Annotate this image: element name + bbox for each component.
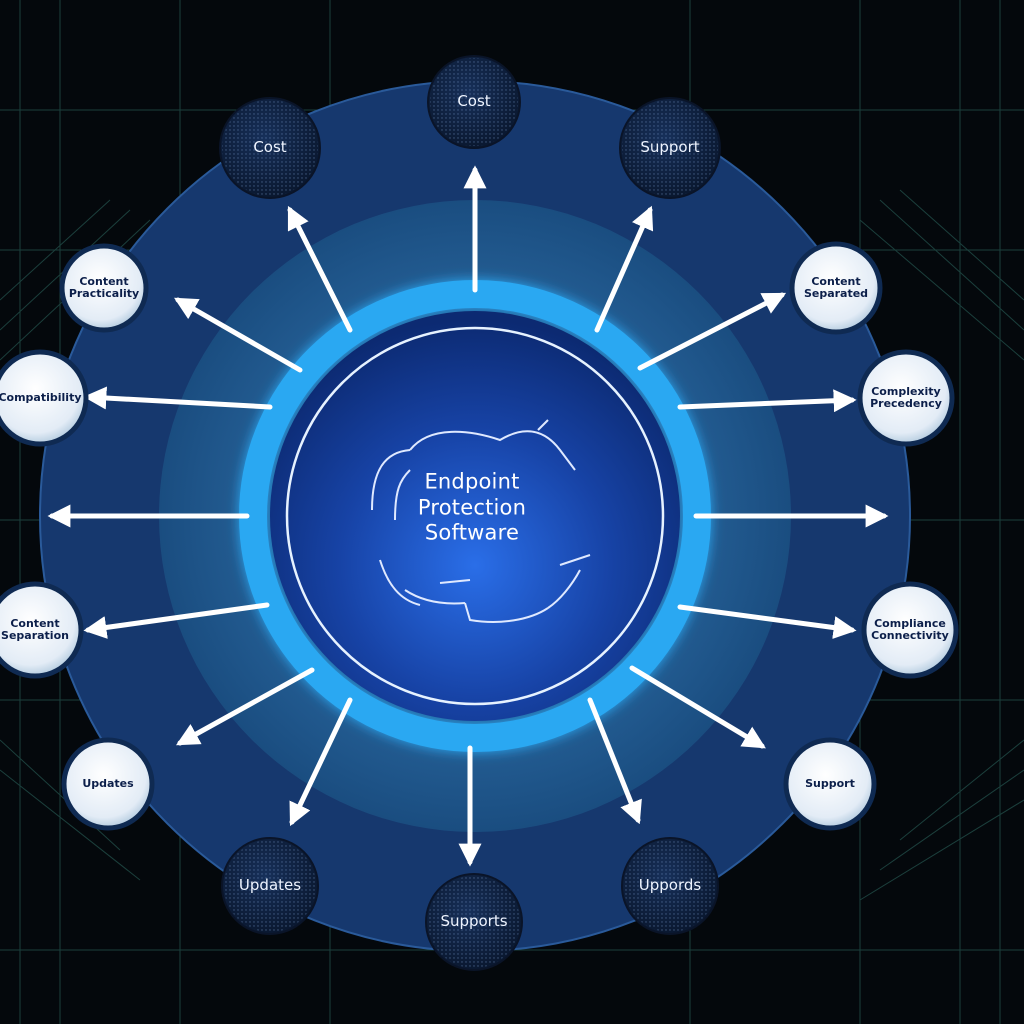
node-label: Cost	[253, 138, 287, 157]
node-label: Support	[640, 138, 700, 157]
node-label: Updates	[238, 876, 302, 895]
spoke-bottom-left	[289, 697, 353, 827]
node-circle-right-mid	[857, 349, 955, 447]
node-right-lower[interactable]: Compliance Connectivity	[868, 588, 952, 672]
spoke-lower-left	[175, 667, 315, 746]
center-cycle-icon	[371, 419, 591, 623]
node-circle-left-upper	[59, 243, 149, 333]
node-bottom[interactable]: Supports	[429, 877, 519, 967]
node-label: Complexity Precedency	[870, 385, 942, 410]
node-right-bottom[interactable]: Support	[790, 744, 870, 824]
spoke-right-mid	[677, 389, 857, 413]
spoke-left-lower	[83, 602, 270, 639]
node-lower-left[interactable]: Updates	[68, 744, 148, 824]
spoke-left-upper	[174, 297, 303, 373]
spoke-upper-right	[594, 205, 654, 333]
node-right-upper[interactable]: Content Separated	[796, 248, 876, 328]
spoke-right-lower	[677, 604, 857, 639]
spoke-lower-right	[629, 665, 766, 749]
node-label: Content Practicality	[68, 275, 140, 300]
node-label: Content Separated	[803, 275, 869, 300]
node-circle-right-upper	[789, 241, 883, 335]
spoke-upper-left	[287, 205, 353, 333]
node-label: Compatibility	[0, 391, 82, 405]
node-circle-right-lower	[861, 581, 959, 679]
node-label: Updates	[82, 777, 134, 791]
node-circle-left-mid	[0, 349, 89, 447]
node-bottom-left[interactable]: Updates	[225, 841, 315, 931]
node-left-lower[interactable]: Content Separation	[0, 588, 77, 672]
node-circle-right-bottom	[783, 737, 877, 831]
node-label: Compliance Connectivity	[871, 617, 949, 642]
node-bottom-right[interactable]: Uppords	[625, 841, 715, 931]
core-circle	[270, 311, 680, 721]
spoke-left-mid	[83, 386, 273, 410]
node-left-mid[interactable]: Compatibility	[0, 356, 82, 440]
dark-nodes	[219, 55, 721, 971]
node-left-upper[interactable]: Content Practicality	[66, 250, 142, 326]
node-label: Uppords	[638, 876, 702, 895]
node-label: Cost	[457, 92, 491, 111]
spoke-bottom-right	[587, 697, 642, 825]
node-label: Support	[805, 777, 855, 791]
node-circle-left-lower	[0, 581, 84, 679]
node-right-mid[interactable]: Complexity Precedency	[864, 356, 948, 440]
node-label: Content Separation	[1, 617, 69, 642]
node-upper-left[interactable]: Cost	[225, 103, 315, 193]
node-label: Supports	[440, 912, 508, 931]
node-circle-lower-left	[61, 737, 155, 831]
spoke-right-upper	[637, 292, 787, 371]
node-upper-right[interactable]: Support	[625, 103, 715, 193]
spokes	[47, 165, 889, 867]
node-top[interactable]: Cost	[433, 61, 515, 143]
light-nodes	[0, 241, 959, 831]
core-outline	[285, 326, 665, 706]
